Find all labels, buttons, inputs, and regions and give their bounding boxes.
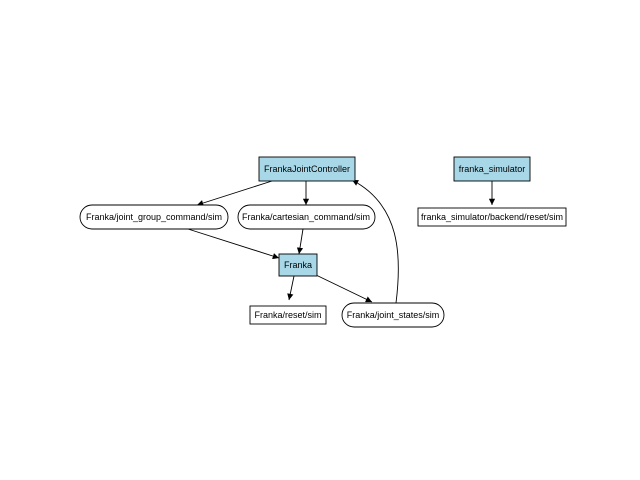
edge-franka-to-reset	[287, 275, 295, 301]
node-franka-simulator[interactable]: franka_simulator	[453, 156, 531, 182]
node-joint-states[interactable]: Franka/joint_states/sim	[341, 302, 445, 328]
edge-controller-to-joint-group-command	[196, 180, 273, 207]
node-label: franka_simulator/backend/reset/sim	[421, 212, 563, 222]
node-label: Franka/joint_states/sim	[347, 310, 440, 320]
node-label: Franka/joint_group_command/sim	[86, 212, 222, 222]
node-label: franka_simulator	[459, 164, 526, 174]
node-label: Franka/reset/sim	[254, 310, 321, 320]
node-backend-reset[interactable]: franka_simulator/backend/reset/sim	[417, 207, 567, 227]
node-reset[interactable]: Franka/reset/sim	[249, 305, 327, 325]
node-franka-joint-controller[interactable]: FrankaJointController	[258, 156, 356, 182]
node-label: FrankaJointController	[264, 164, 350, 174]
edge-cartesian-command-to-franka	[296, 228, 304, 255]
node-cartesian-command[interactable]: Franka/cartesian_command/sim	[237, 204, 376, 230]
edge-joint-states-to-controller	[351, 179, 399, 304]
node-label: Franka/cartesian_command/sim	[242, 212, 370, 222]
edge-joint-group-command-to-franka	[187, 228, 280, 260]
edge-franka-to-joint-states	[315, 274, 373, 303]
node-label: Franka	[284, 260, 312, 270]
node-franka[interactable]: Franka	[278, 253, 318, 277]
edges	[187, 179, 496, 304]
node-joint-group-command[interactable]: Franka/joint_group_command/sim	[79, 204, 229, 230]
